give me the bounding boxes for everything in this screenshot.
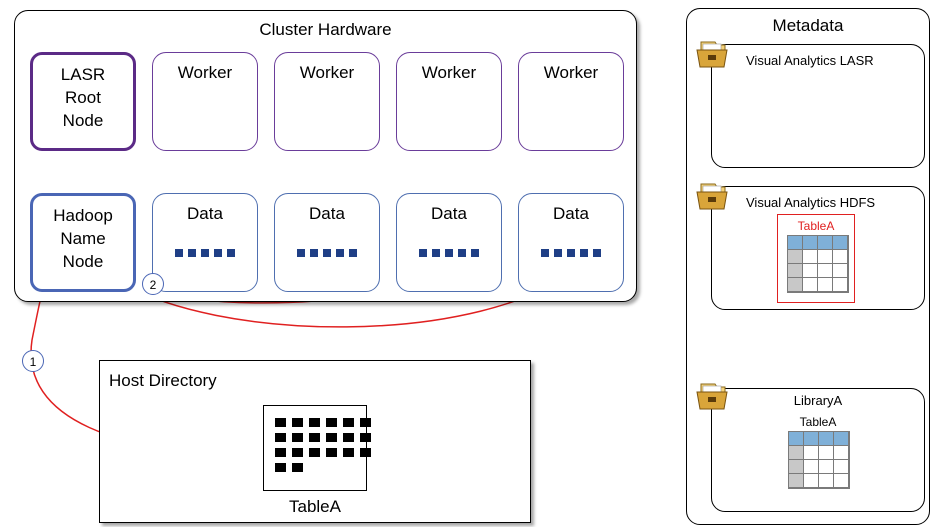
host-table-frame: [263, 405, 371, 491]
folder-librarya: LibraryA TableA: [711, 388, 925, 512]
folder-icon: [696, 183, 728, 210]
data-node: Data: [152, 193, 258, 292]
data-node-label: Data: [187, 204, 223, 223]
data-node-label: Data: [553, 204, 589, 223]
hdfs-table-highlight: TableA: [777, 214, 855, 303]
folder-icon: [696, 383, 728, 410]
name-node-line1: Hadoop: [53, 206, 113, 225]
data-node: Data: [396, 193, 502, 292]
step-1-marker: 1: [22, 350, 44, 372]
host-directory-panel: Host Directory TableA: [99, 360, 531, 523]
hadoop-name-node: Hadoop Name Node: [30, 193, 136, 292]
name-node-line3: Node: [62, 252, 104, 271]
worker-node: Worker: [518, 52, 624, 151]
data-blocks: [275, 249, 379, 257]
data-blocks: [153, 249, 257, 257]
folder-label: Visual Analytics HDFS: [746, 195, 876, 210]
folder-visual-analytics-hdfs: Visual Analytics HDFS TableA: [711, 186, 925, 310]
worker-label: Worker: [299, 63, 355, 82]
worker-label: Worker: [543, 63, 599, 82]
host-table-label: TableA: [289, 497, 341, 516]
host-table-grid-icon: [275, 418, 371, 472]
root-node-line2: Root: [65, 88, 101, 107]
table-icon: [788, 431, 850, 489]
worker-node: Worker: [396, 52, 502, 151]
hdfs-table-label: TableA: [797, 219, 835, 233]
data-blocks: [397, 249, 501, 257]
lasr-root-node: LASR Root Node: [30, 52, 136, 151]
data-blocks: [519, 249, 623, 257]
worker-node: Worker: [274, 52, 380, 151]
metadata-title: Metadata: [772, 16, 844, 35]
worker-node: Worker: [152, 52, 258, 151]
folder-label: LibraryA: [793, 393, 843, 408]
host-directory-title: Host Directory: [109, 371, 217, 390]
name-node-line2: Name: [60, 229, 106, 248]
librarya-table-label: TableA: [799, 415, 837, 429]
folder-icon: [696, 41, 728, 68]
worker-label: Worker: [421, 63, 477, 82]
data-node-label: Data: [309, 204, 345, 223]
data-node: Data: [274, 193, 380, 292]
root-node-line3: Node: [62, 111, 104, 130]
data-node: Data: [518, 193, 624, 292]
data-node-label: Data: [431, 204, 467, 223]
worker-label: Worker: [177, 63, 233, 82]
table-icon: [787, 235, 849, 293]
folder-label: Visual Analytics LASR: [746, 53, 874, 68]
root-node-line1: LASR: [60, 65, 106, 84]
cluster-hardware-title: Cluster Hardware: [259, 20, 392, 39]
step-2-marker: 2: [142, 273, 164, 295]
folder-visual-analytics-lasr: Visual Analytics LASR: [711, 44, 925, 168]
